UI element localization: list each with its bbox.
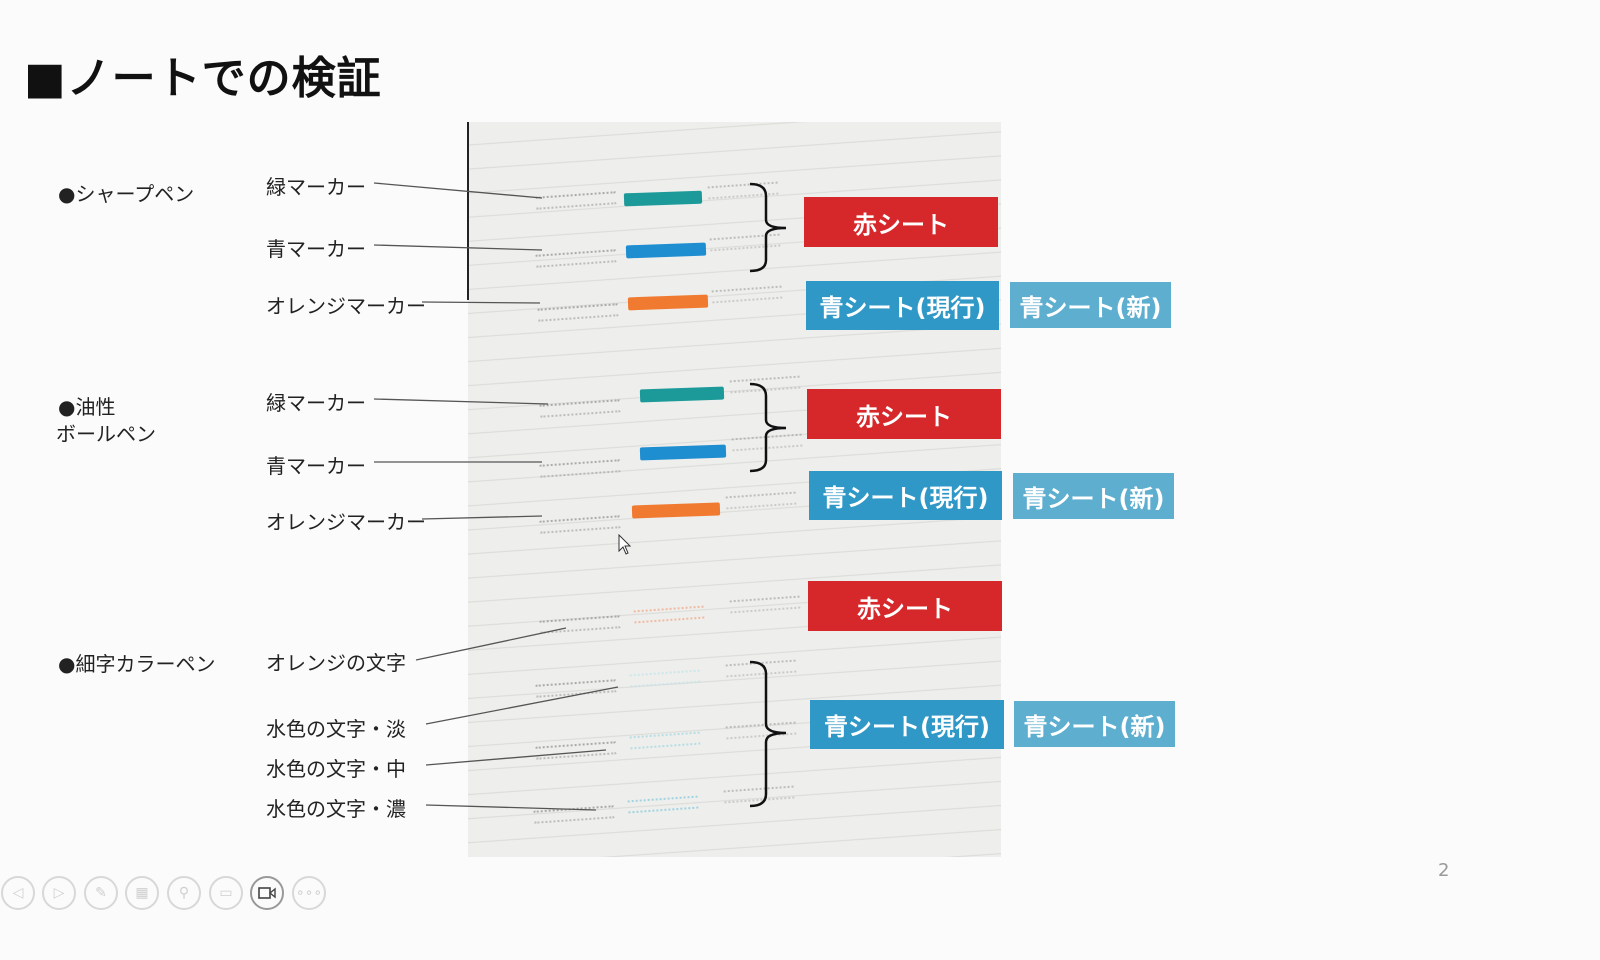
bullet-fine-color-pen: ●細字カラーペン (58, 652, 216, 676)
item-label: 青マーカー (266, 454, 366, 478)
item-label: 水色の文字・濃 (266, 797, 406, 821)
blue-sheet-current-label: 青シート(現行) (809, 471, 1002, 520)
item-label: 緑マーカー (266, 175, 366, 199)
next-icon[interactable]: ▷ (42, 876, 76, 910)
item-label: オレンジマーカー (266, 510, 426, 534)
mouse-cursor-icon (618, 534, 632, 555)
item-label: 水色の文字・淡 (266, 717, 406, 741)
blue-sheet-current-label: 青シート(現行) (806, 281, 999, 330)
item-label: オレンジマーカー (266, 294, 426, 318)
item-label: 水色の文字・中 (266, 757, 406, 781)
bullet-oil-ballpen-line2: ボールペン (56, 422, 156, 446)
page-number: 2 (1438, 860, 1450, 881)
red-sheet-label: 赤シート (804, 197, 998, 247)
blue-sheet-new-label: 青シート(新) (1014, 701, 1175, 747)
blue-sheet-new-label: 青シート(新) (1013, 473, 1174, 519)
blue-sheet-new-label: 青シート(新) (1010, 282, 1171, 328)
slides-icon[interactable]: ▦ (125, 876, 159, 910)
pen-icon[interactable]: ✎ (84, 876, 118, 910)
item-label: 緑マーカー (266, 391, 366, 415)
camera-icon[interactable] (250, 876, 284, 910)
red-sheet-label: 赤シート (808, 581, 1002, 631)
bullet-sharp-pencil: ●シャープペン (58, 182, 195, 206)
subtitles-icon[interactable]: ▭ (209, 876, 243, 910)
item-label: 青マーカー (266, 237, 366, 261)
slide-title: ■ノートでの検証 (24, 53, 382, 104)
bullet-oil-ballpen: ●油性 (58, 395, 116, 419)
blue-sheet-current-label: 青シート(現行) (810, 700, 1004, 749)
zoom-icon[interactable]: ⚲ (167, 876, 201, 910)
more-icon[interactable]: ∘∘∘ (292, 876, 326, 910)
item-label: オレンジの文字 (266, 651, 406, 675)
red-sheet-label: 赤シート (807, 389, 1001, 439)
previous-icon[interactable]: ◁ (1, 876, 35, 910)
